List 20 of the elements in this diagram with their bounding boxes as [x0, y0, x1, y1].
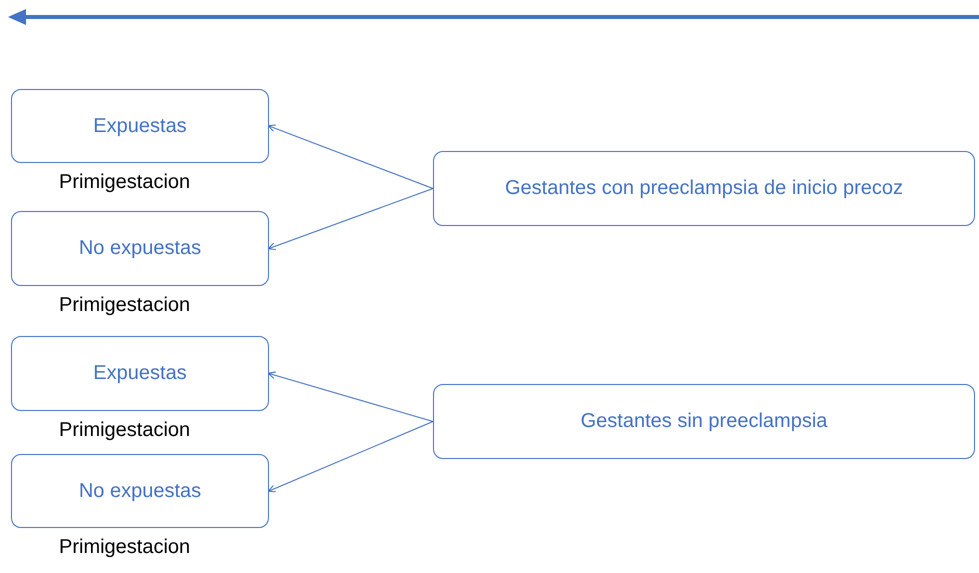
process-box	[11, 336, 269, 411]
process-box	[433, 151, 975, 226]
arrow	[268, 421, 434, 492]
node-caption: Primigestacion	[59, 419, 190, 442]
node-label: Expuestas	[93, 114, 187, 138]
node-caption: Primigestacion	[59, 294, 190, 317]
node-caption: Primigestacion	[59, 171, 190, 194]
arrow	[268, 188, 434, 250]
node-label: Expuestas	[93, 362, 187, 385]
node-label: Gestantes sin preeclampsia	[580, 410, 828, 433]
arrow	[268, 124, 434, 189]
node-label: No expuestas	[78, 480, 202, 502]
process-box	[11, 89, 269, 163]
node-label: No expuestas	[78, 237, 202, 260]
process-box	[11, 211, 269, 286]
arrow	[268, 371, 434, 422]
node-caption: Primigestacion	[59, 536, 190, 559]
node-label: Gestantes con preeclampsia de inicio precoz	[505, 177, 903, 200]
process-box	[433, 384, 975, 459]
process-box	[11, 454, 269, 528]
